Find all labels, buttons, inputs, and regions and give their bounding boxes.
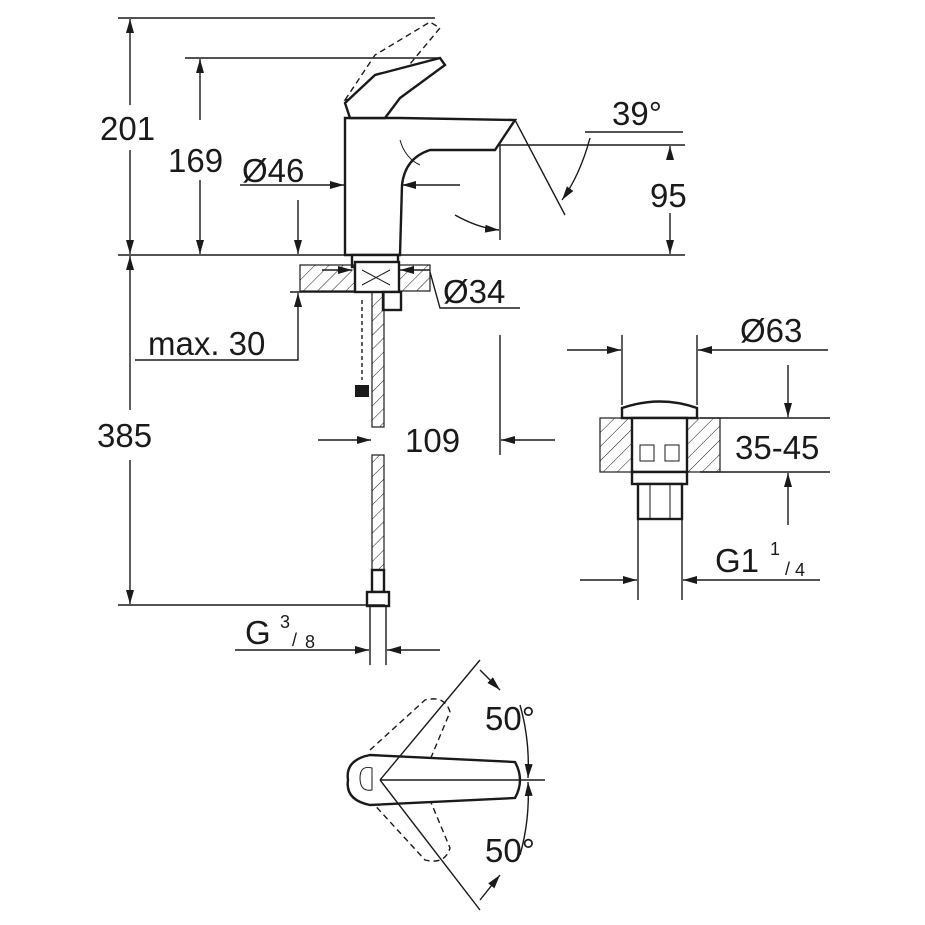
dim-total-height: 201: [100, 110, 155, 147]
dim-body-diameter: Ø46: [242, 152, 304, 189]
waste-thread-slash: /: [785, 559, 790, 579]
dim-hole-diameter: Ø34: [443, 273, 505, 310]
faucet-side-view: [299, 21, 518, 665]
dim-projection: 109: [405, 422, 460, 459]
dim-spout-angle: 39°: [612, 95, 662, 132]
faucet-top-view: [346, 659, 545, 911]
waste-valve-view: [567, 335, 830, 600]
dim-hose-length: 385: [97, 417, 152, 454]
dim-waste-thread: G1 1 / 4: [715, 539, 805, 580]
dimension-lines: [118, 17, 685, 654]
inlet-thread-den: 8: [305, 632, 315, 652]
dim-spout-height: 169: [168, 142, 223, 179]
waste-thread-num: 1: [770, 539, 780, 559]
dim-waste-diameter: Ø63: [740, 312, 802, 349]
inlet-thread-slash: /: [292, 630, 297, 650]
inlet-thread-main: G: [245, 614, 271, 651]
inlet-thread-num: 3: [280, 612, 290, 632]
waste-thread-den: 4: [795, 560, 805, 580]
dim-rotation-upper: 50°: [485, 700, 535, 737]
dim-waste-thickness: 35-45: [735, 429, 819, 466]
waste-thread-main: G1: [715, 542, 759, 579]
dim-max-deck: max. 30: [148, 325, 265, 362]
dim-rotation-lower: 50°: [485, 832, 535, 869]
dim-outlet-height: 95: [650, 177, 687, 214]
dim-inlet-thread: G 3 / 8: [245, 612, 315, 652]
